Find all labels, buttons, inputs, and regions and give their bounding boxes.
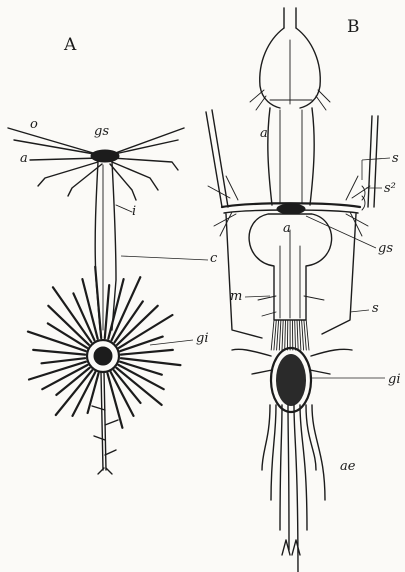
panel-a-leader-c	[121, 256, 208, 260]
panel-a-label-c: c	[210, 251, 218, 266]
panel-b-posterior-nerves	[262, 405, 325, 572]
panel-b-leader-m	[245, 296, 270, 297]
panel-b-leader-gs	[306, 216, 376, 248]
panel-b-striation	[299, 320, 301, 350]
panel-b-striation	[282, 320, 283, 350]
panel-b-posterior-nerve	[271, 405, 276, 500]
panel-a-arm	[95, 267, 101, 338]
panel-b-striation	[302, 320, 304, 350]
panel-b-label-gi: gi	[388, 372, 400, 387]
panel-b-striation	[277, 320, 279, 350]
panel-b-striation	[306, 320, 309, 350]
panel-b-posterior-nerve	[262, 405, 270, 470]
panel-b-label-m: m	[230, 289, 242, 304]
panel-b-posterior-nerve	[288, 405, 289, 550]
panel-a-arm	[33, 350, 85, 355]
panel-b-label-a-lower: a	[283, 221, 291, 236]
panel-a-posterior-nerve	[92, 372, 118, 474]
panel-b-posterior-nerve	[280, 405, 282, 530]
panel-b-striated-band	[271, 320, 309, 350]
panel-a-leader-gi	[150, 340, 193, 345]
panel-b-label-gs: gs	[378, 241, 393, 256]
panel-b-striation	[285, 320, 286, 350]
panel-a-label-i: i	[132, 204, 136, 219]
panel-a-label-gs: gs	[94, 124, 109, 139]
panel-b-nerve-tip	[292, 540, 300, 555]
panel-b-label-ae: ae	[340, 459, 356, 474]
panel-b-label-s-mid: s	[372, 301, 379, 316]
panel-b-striation	[295, 320, 296, 350]
panel-b-striation	[304, 320, 306, 350]
panel-a-label-o: o	[30, 117, 38, 132]
panel-a-letter: A	[63, 35, 77, 55]
panel-b-striation	[297, 320, 298, 350]
panel-b-posterior-nerve	[300, 405, 307, 530]
panel-b-letter: B	[347, 17, 360, 37]
panel-b-striation	[274, 320, 276, 350]
panel-b-head	[250, 8, 330, 110]
panel-b-label-s2: s²	[384, 181, 396, 196]
panel-a-connectives	[95, 162, 132, 330]
panel-b-neck	[268, 108, 314, 205]
panel-a-label-a: a	[20, 151, 28, 166]
panel-a-arm	[42, 358, 86, 363]
panel-b-striation	[271, 320, 274, 350]
panel-b-leader-s-mid	[350, 310, 369, 312]
panel-b-label-s: s	[392, 151, 399, 166]
panel-b-posterior-nerve	[306, 405, 316, 470]
panel-a-label-gi: gi	[196, 331, 208, 346]
panel-a-arm	[56, 370, 92, 415]
panel-b-label-a-upper: a	[260, 126, 268, 141]
panel-a-upper-ganglion	[91, 150, 119, 162]
panel-a-lower-ganglion-core	[94, 347, 112, 365]
panel-a-arm	[48, 306, 89, 345]
panel-a-arm	[105, 285, 109, 338]
panel-a: A	[8, 35, 218, 474]
panel-a-arm	[117, 306, 158, 345]
panel-a-arm	[121, 350, 173, 355]
panel-b-lower-ganglion	[232, 348, 352, 412]
panel-b: B	[206, 8, 400, 572]
panel-b-striation	[279, 320, 281, 350]
